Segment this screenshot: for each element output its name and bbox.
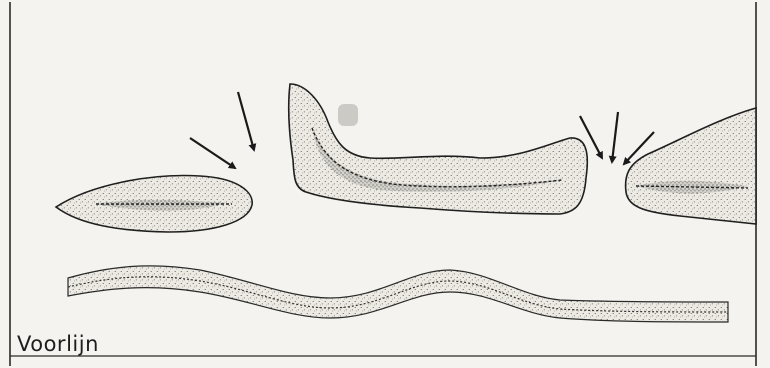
arrow-right-2 <box>612 112 618 162</box>
right-truncated-shape <box>626 108 756 224</box>
middle-elongated-shape <box>289 84 588 214</box>
arrow-left-1 <box>190 138 235 168</box>
ink-smudge <box>338 104 358 126</box>
arrow-group-left <box>190 92 254 168</box>
left-oval-shape <box>56 176 252 232</box>
figure-caption: Voorlijn <box>17 334 99 355</box>
arrow-left-2 <box>238 92 254 150</box>
wavy-band-shape <box>68 266 728 322</box>
